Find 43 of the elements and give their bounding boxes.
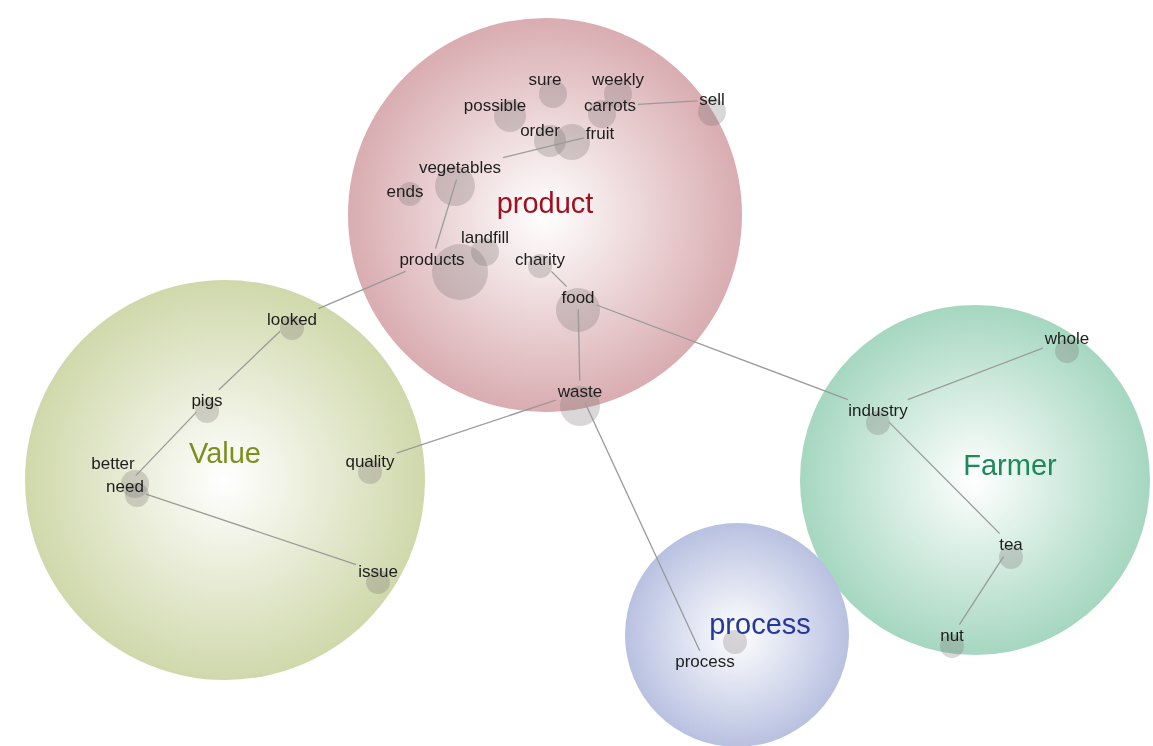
concept-label: quality (345, 452, 395, 472)
concept-label: sell (699, 90, 725, 110)
connector-line (395, 399, 557, 454)
connector-line (888, 421, 1001, 535)
connector-line (145, 493, 357, 566)
connector-line (218, 330, 281, 391)
concept-label: looked (266, 310, 318, 330)
concept-label: waste (557, 382, 603, 402)
concept-label: fruit (585, 124, 615, 144)
connector-line (907, 347, 1044, 401)
connector-line (434, 178, 458, 250)
connector-line (637, 100, 698, 105)
concept-label: sure (528, 70, 562, 90)
concept-label: ends (386, 182, 424, 202)
connector-line (502, 137, 585, 159)
theme-label: process (709, 609, 811, 639)
concept-label: carrots (584, 96, 636, 116)
concept-label: possible (463, 96, 527, 116)
concept-label: landfill (460, 228, 510, 248)
concept-label: weekly (592, 70, 644, 90)
theme-label: product (496, 188, 594, 218)
connector-line (958, 555, 1005, 626)
concept-label: industry (848, 401, 908, 421)
concept-label: pigs (191, 391, 223, 411)
concept-label: order (520, 121, 560, 141)
theme-label: Value (189, 438, 261, 468)
connector-line (135, 411, 197, 477)
concept-label: food (561, 288, 595, 308)
concept-label: nut (940, 626, 964, 646)
connector-line (550, 270, 568, 288)
concept-label: charity (514, 250, 566, 270)
connector-line (584, 402, 701, 652)
concept-label: whole (1044, 329, 1090, 349)
connector-line (577, 308, 581, 382)
theme-label: Farmer (963, 450, 1057, 480)
connector-line (595, 304, 849, 401)
concept-label: process (675, 652, 735, 672)
concept-label: products (399, 250, 465, 270)
concept-label: tea (999, 535, 1023, 555)
concept-label: vegetables (418, 158, 502, 178)
concept-label: better (91, 454, 135, 474)
concept-label: issue (358, 562, 398, 582)
concept-label: need (106, 477, 144, 497)
